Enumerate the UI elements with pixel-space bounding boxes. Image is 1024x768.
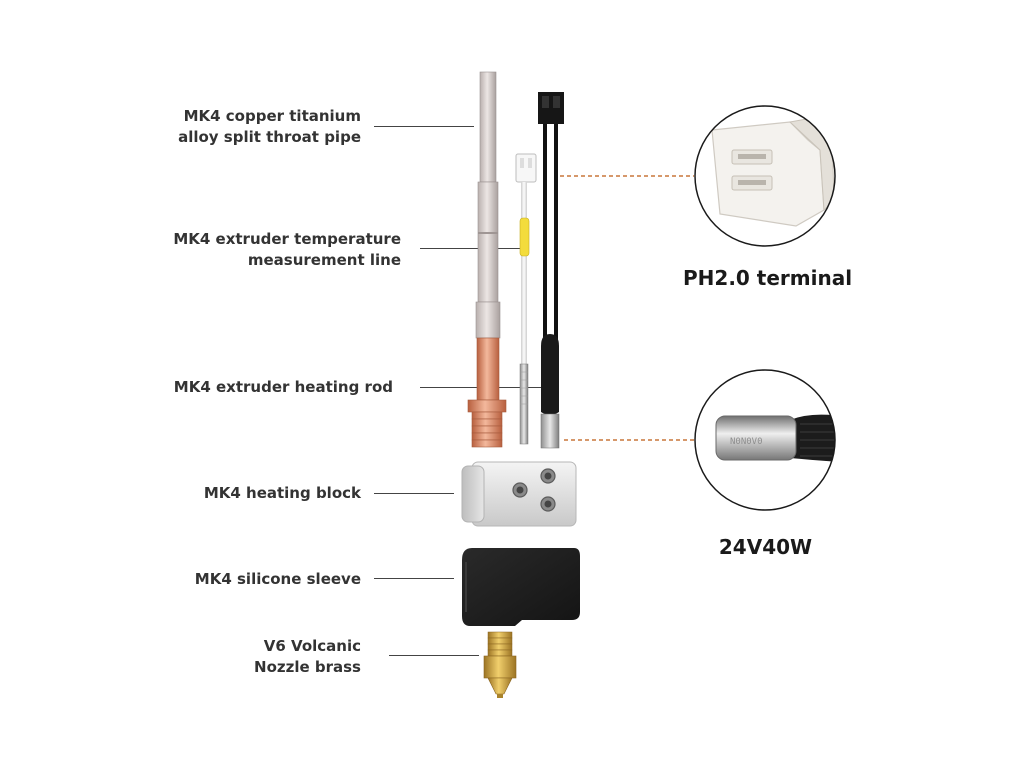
leader-nozzle xyxy=(389,655,479,656)
label-throat-pipe: MK4 copper titanium alloy split throat p… xyxy=(131,106,361,148)
label-line: measurement line xyxy=(247,251,401,269)
label-heating-block: MK4 heating block xyxy=(131,483,361,504)
leader-heating-block xyxy=(374,493,454,494)
label-line: MK4 heating block xyxy=(203,484,361,502)
label-temperature-line: MK4 extruder temperature measurement lin… xyxy=(171,229,401,271)
silicone-sleeve-part xyxy=(462,548,580,626)
label-nozzle: V6 Volcanic Nozzle brass xyxy=(131,636,361,678)
leader-silicone-sleeve xyxy=(374,578,454,579)
throat-pipe-part xyxy=(467,71,507,448)
terminal-zoom-circle xyxy=(694,105,836,247)
temperature-line-part xyxy=(515,153,537,445)
label-line: MK4 copper titanium xyxy=(183,107,361,125)
label-line: MK4 extruder heating rod xyxy=(173,378,393,396)
nozzle-part xyxy=(483,631,517,698)
label-line: V6 Volcanic xyxy=(263,637,361,655)
label-silicone-sleeve: MK4 silicone sleeve xyxy=(131,569,361,590)
heating-rod-part xyxy=(538,92,564,449)
leader-throat-pipe xyxy=(374,126,474,127)
leader-temperature-line xyxy=(420,248,520,249)
label-line: Nozzle brass xyxy=(254,658,361,676)
label-line: alloy split throat pipe xyxy=(178,128,361,146)
label-line: MK4 silicone sleeve xyxy=(194,570,361,588)
heater-zoom-circle: N0N0V0 xyxy=(694,369,836,511)
heater-caption: 24V40W xyxy=(718,535,813,559)
terminal-caption: PH2.0 terminal xyxy=(683,266,853,290)
label-line: MK4 extruder temperature xyxy=(173,230,401,248)
label-heating-rod: MK4 extruder heating rod xyxy=(163,377,393,398)
heater-engraving: N0N0V0 xyxy=(730,437,763,447)
heating-block-part xyxy=(461,461,577,527)
